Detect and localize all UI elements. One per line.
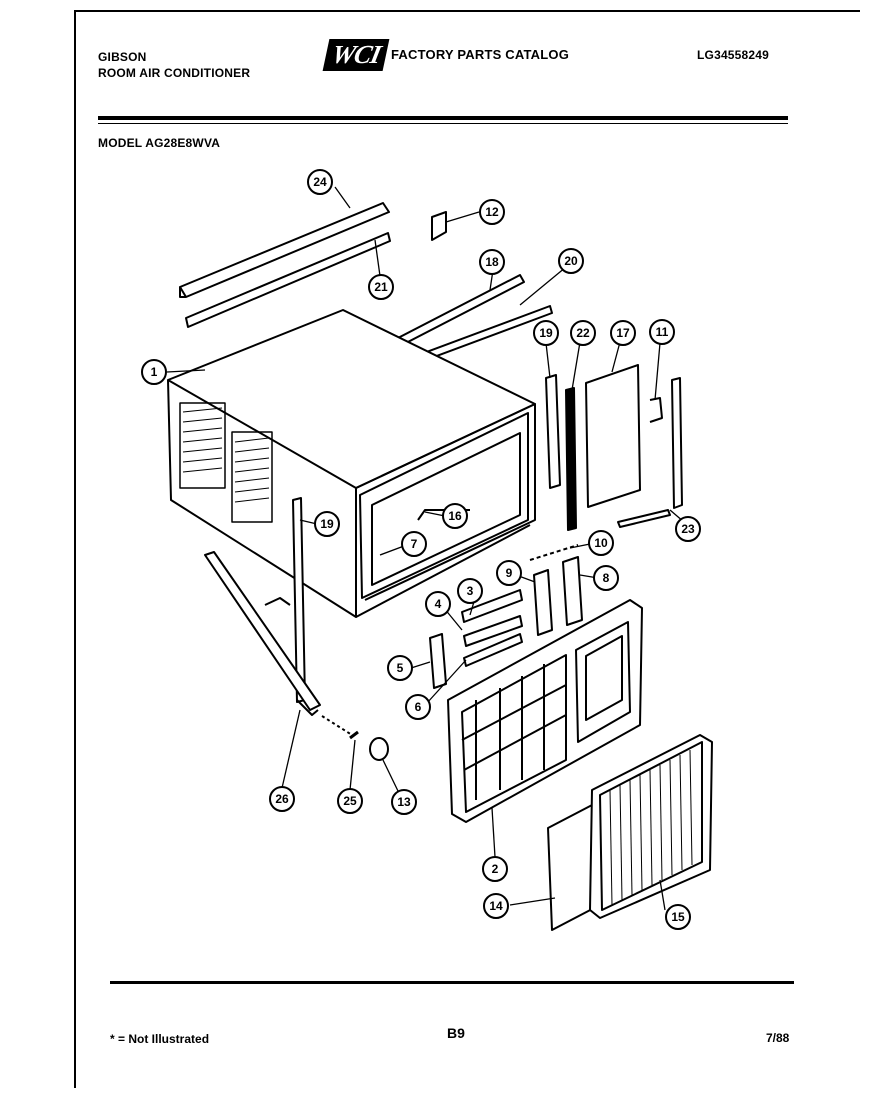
- callout-number: 24: [313, 175, 327, 189]
- callout-number: 19: [539, 326, 553, 340]
- callout-number: 8: [603, 571, 610, 585]
- callout-number: 23: [681, 522, 695, 536]
- callout-number: 20: [564, 254, 578, 268]
- louver-part-2: [463, 615, 523, 647]
- callout-number: 21: [374, 280, 388, 294]
- callout-number: 7: [411, 537, 418, 551]
- cabinet-part: [167, 309, 536, 618]
- callout-number: 18: [485, 255, 499, 269]
- page-number: B9: [447, 1025, 465, 1041]
- callout-number: 9: [506, 566, 513, 580]
- product-name: ROOM AIR CONDITIONER: [98, 66, 251, 80]
- page-frame: [74, 10, 860, 1088]
- footnote: * = Not Illustrated: [110, 1032, 210, 1046]
- callout-number: 6: [415, 700, 422, 714]
- deflector-part: [463, 633, 523, 667]
- header-rule-thin: [98, 123, 788, 124]
- front-panel-part: [589, 734, 713, 919]
- front-grille-part: [447, 599, 643, 823]
- callout-number: 4: [435, 597, 442, 611]
- header-rule: [98, 116, 788, 120]
- catalog-title: FACTORY PARTS CATALOG: [391, 47, 570, 62]
- callout-number: 12: [485, 205, 499, 219]
- callout-number: 13: [397, 795, 411, 809]
- brand-name: GIBSON: [98, 50, 147, 64]
- callout-number: 2: [492, 862, 499, 876]
- callout-number: 17: [616, 326, 630, 340]
- louver-part: [461, 589, 523, 623]
- vane-part: [429, 633, 447, 689]
- callout-number: 14: [489, 899, 503, 913]
- callout-number: 1: [151, 365, 158, 379]
- foam-strip-part: [565, 387, 577, 531]
- side-curtain-part: [671, 377, 683, 509]
- rod-part: [529, 544, 579, 561]
- top-rail-part: [179, 202, 391, 328]
- callout-number: 10: [594, 536, 608, 550]
- link-part: [533, 569, 553, 636]
- support-arm-part: [204, 497, 321, 716]
- callout-number: 16: [448, 509, 462, 523]
- bracket-part: [431, 211, 447, 241]
- screw-part: [321, 715, 359, 740]
- catalog-number: LG34558249: [697, 48, 770, 62]
- callout-numbers: 1 2 3 4 5 6 7 8 9 10 11 12 13 14 15 16 1…: [151, 175, 695, 924]
- callout-bubbles: [141, 169, 701, 930]
- callout-number: 3: [467, 584, 474, 598]
- side-panel-part: [585, 364, 641, 508]
- callout-number: 11: [656, 325, 669, 339]
- callout-number: 22: [576, 326, 590, 340]
- date-code: 7/88: [766, 1031, 790, 1045]
- knob-part: [369, 737, 389, 761]
- vertical-strip-part: [545, 374, 561, 489]
- hinge-part: [562, 556, 583, 626]
- leader-lines: [166, 186, 685, 911]
- callout-number: 5: [397, 661, 404, 675]
- callout-number: 19: [320, 517, 334, 531]
- model-label: MODEL AG28E8WVA: [98, 136, 221, 150]
- callout-number: 26: [275, 792, 289, 806]
- curtain-track-part: [617, 509, 671, 528]
- footer-rule: [110, 981, 794, 984]
- filter-part: [547, 803, 597, 931]
- clip-part: [649, 397, 663, 423]
- callout-number: 25: [343, 794, 357, 808]
- callout-number: 15: [671, 910, 685, 924]
